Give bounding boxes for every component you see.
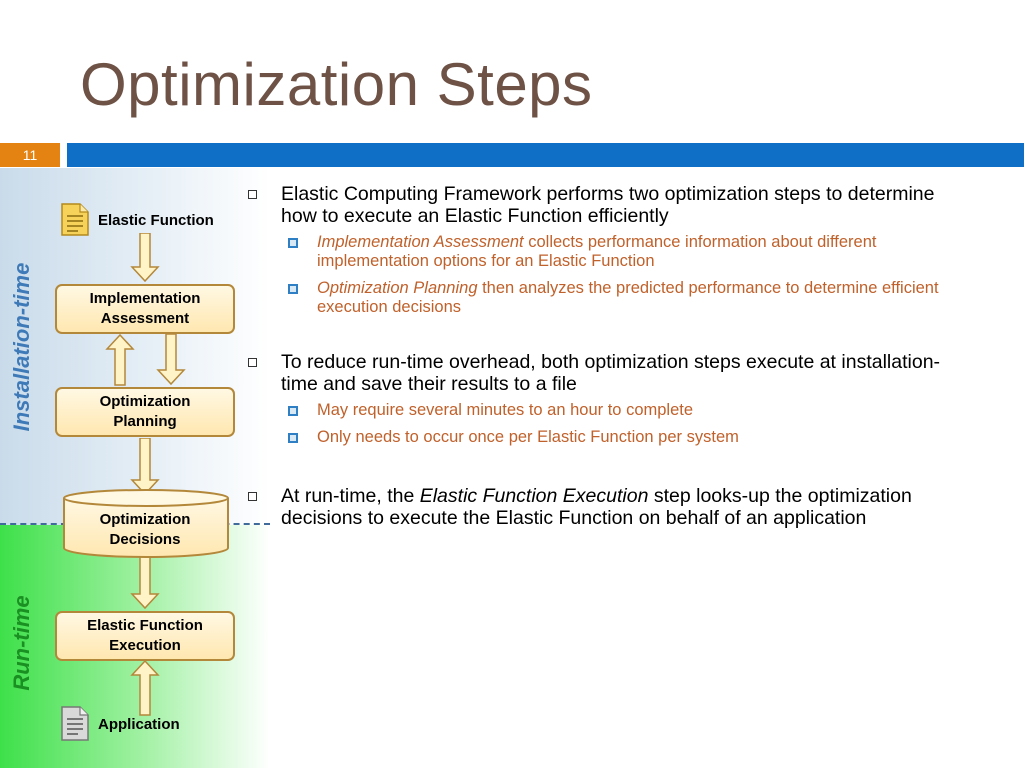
optimization-planning-box: Optimization Planning xyxy=(55,387,235,437)
installation-time-label: Installation-time xyxy=(9,262,34,432)
application-input-label: Application xyxy=(98,716,180,733)
sub-bullet-item: May require several minutes to an hour t… xyxy=(246,401,966,420)
optimization-decisions-cylinder xyxy=(63,489,229,558)
bullet-item: At run-time, the Elastic Function Execut… xyxy=(246,485,966,529)
arrow-down-icon xyxy=(156,334,186,386)
installation-time-region xyxy=(0,168,270,525)
bullet-item: To reduce run-time overhead, both optimi… xyxy=(246,351,966,395)
optimization-decisions-label: Optimization Decisions xyxy=(99,511,191,548)
bullet-square-icon xyxy=(248,492,257,501)
bullet-square-icon xyxy=(248,358,257,367)
arrow-down-icon xyxy=(130,233,160,283)
header-rule xyxy=(67,143,1024,167)
sub-bullet-item: Implementation Assessment collects perfo… xyxy=(246,233,966,271)
arrow-down-icon xyxy=(130,556,160,610)
document-icon xyxy=(61,706,89,741)
bullet-square-icon xyxy=(288,406,298,416)
slide-number-bar xyxy=(0,143,60,167)
bullet-list: Elastic Computing Framework performs two… xyxy=(246,183,966,535)
document-icon xyxy=(61,203,89,236)
arrow-up-icon xyxy=(130,660,160,716)
bullet-item: Elastic Computing Framework performs two… xyxy=(246,183,966,227)
bullet-square-icon xyxy=(288,238,298,248)
elastic-function-execution-box: Elastic Function Execution xyxy=(55,611,235,661)
elastic-function-input-label: Elastic Function xyxy=(98,212,214,229)
page-title: Optimization Steps xyxy=(80,51,593,118)
arrow-up-icon xyxy=(105,334,135,386)
arrow-down-icon xyxy=(130,438,160,496)
implementation-assessment-box: Implementation Assessment xyxy=(55,284,235,334)
slide-number: 11 xyxy=(22,147,38,163)
bullet-square-icon xyxy=(248,190,257,199)
sub-bullet-item: Only needs to occur once per Elastic Fun… xyxy=(246,428,966,447)
run-time-label: Run-time xyxy=(9,595,34,691)
bullet-square-icon xyxy=(288,284,298,294)
bullet-square-icon xyxy=(288,433,298,443)
sub-bullet-item: Optimization Planning then analyzes the … xyxy=(246,279,966,317)
